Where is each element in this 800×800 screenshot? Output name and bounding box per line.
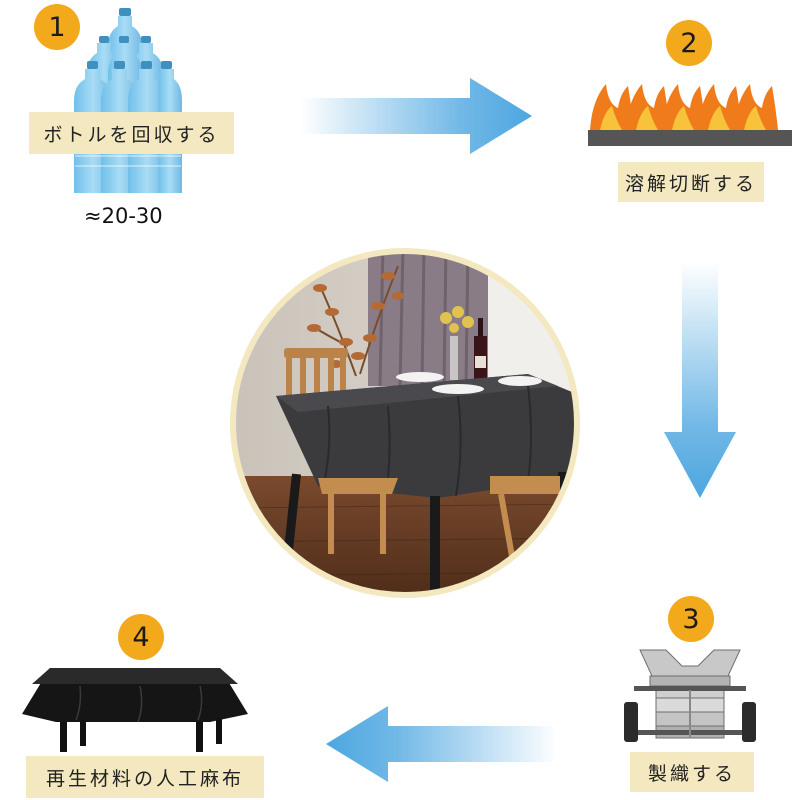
plastic-bottles-icon <box>74 8 182 193</box>
dining-table-photo <box>230 248 580 598</box>
step-1-badge: 1 <box>34 4 80 50</box>
step-2-label: 溶解切断する <box>618 162 764 202</box>
arrow-left-icon <box>326 706 558 782</box>
flame-icon <box>588 84 792 146</box>
step-2-badge: 2 <box>666 20 712 66</box>
step-3-label: 製織する <box>630 752 754 792</box>
arrow-right-icon <box>300 78 532 154</box>
step-3-badge: 3 <box>668 596 714 642</box>
tablecloth-icon <box>22 668 248 752</box>
step-4-label: 再生材料の人工麻布 <box>26 756 264 798</box>
step-4-badge: 4 <box>118 614 164 660</box>
step-1-label: ボトルを回収する <box>29 112 234 154</box>
arrow-down-icon <box>664 262 736 498</box>
bottle-count-note: ≈20-30 <box>84 204 163 228</box>
loom-icon <box>624 649 756 742</box>
